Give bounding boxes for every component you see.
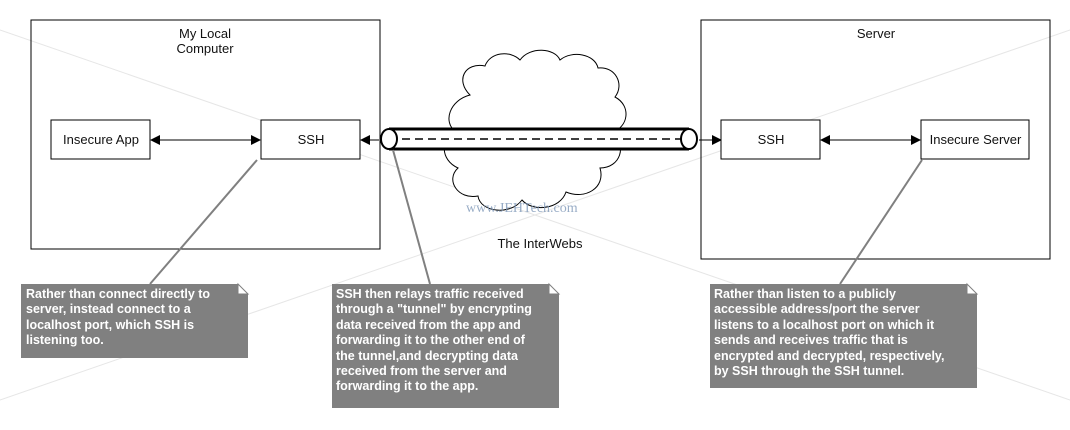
ssh-tunnel	[380, 127, 698, 151]
note-left	[21, 282, 250, 358]
note-right-text: Rather than listen to a publicly accessi…	[714, 287, 945, 379]
server-ssh-label: SSH	[757, 132, 785, 147]
callout-line-right	[839, 159, 923, 285]
note-right	[710, 282, 979, 388]
callout-line-left	[149, 159, 258, 285]
note-left-text: Rather than connect directly to server, …	[26, 287, 211, 348]
note-middle-text: SSH then relays traffic received through…	[336, 287, 532, 394]
cloud-label: The InterWebs	[497, 236, 583, 251]
note-middle	[332, 282, 561, 408]
local-app-label: Insecure App	[63, 132, 139, 147]
watermark: www.JEHTech.com	[466, 201, 578, 216]
callout-line-middle	[392, 149, 431, 285]
local-computer-box	[30, 19, 381, 250]
server-ssh-box	[720, 119, 821, 160]
server-title: Server	[856, 26, 896, 41]
local-computer-title: My Local Computer	[176, 26, 234, 56]
server-app-box	[920, 119, 1030, 160]
server-app-label: Insecure Server	[929, 132, 1022, 147]
local-ssh-label: SSH	[297, 132, 325, 147]
local-app-box	[50, 119, 151, 160]
local-ssh-box	[260, 119, 361, 160]
